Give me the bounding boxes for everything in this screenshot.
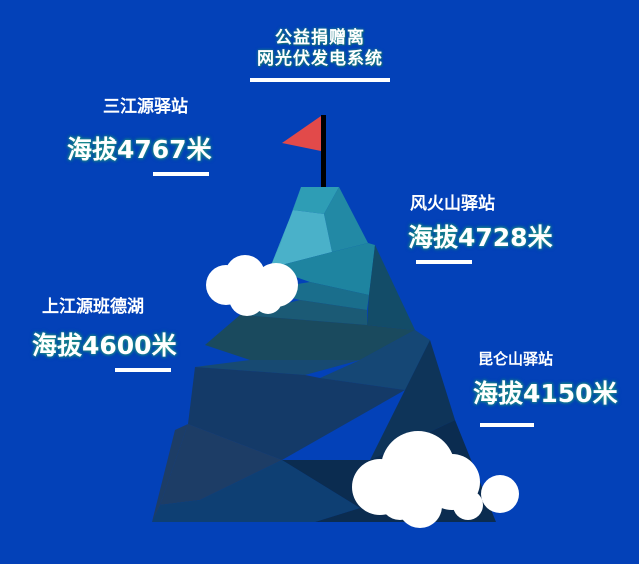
- underline-kunlunshan: [480, 423, 534, 427]
- station-name-fenghuoshan: 风火山驿站: [410, 194, 495, 214]
- station-name-sanjiangyuan: 三江源驿站: [103, 97, 188, 117]
- underline-shangjiangyuan: [115, 368, 171, 372]
- title-underline: [250, 78, 390, 82]
- red-flag-icon: [282, 116, 321, 151]
- page-title: 公益捐赠离 网光伏发电系统: [230, 28, 410, 70]
- cloud-icon: [352, 431, 519, 528]
- station-name-shangjiangyuan: 上江源班德湖: [42, 297, 144, 317]
- underline-sanjiangyuan: [153, 172, 209, 176]
- altitude-shangjiangyuan: 海拔4600米: [32, 331, 177, 360]
- flag-pole: [321, 115, 326, 189]
- underline-fenghuoshan: [416, 260, 472, 264]
- cloud-icon: [206, 255, 298, 316]
- altitude-kunlunshan: 海拔4150米: [473, 379, 618, 408]
- title-line-1: 公益捐赠离: [275, 28, 365, 48]
- title-line-2: 网光伏发电系统: [257, 49, 383, 69]
- station-name-kunlunshan: 昆仑山驿站: [478, 350, 554, 368]
- altitude-sanjiangyuan: 海拔4767米: [67, 135, 212, 164]
- altitude-fenghuoshan: 海拔4728米: [408, 223, 553, 252]
